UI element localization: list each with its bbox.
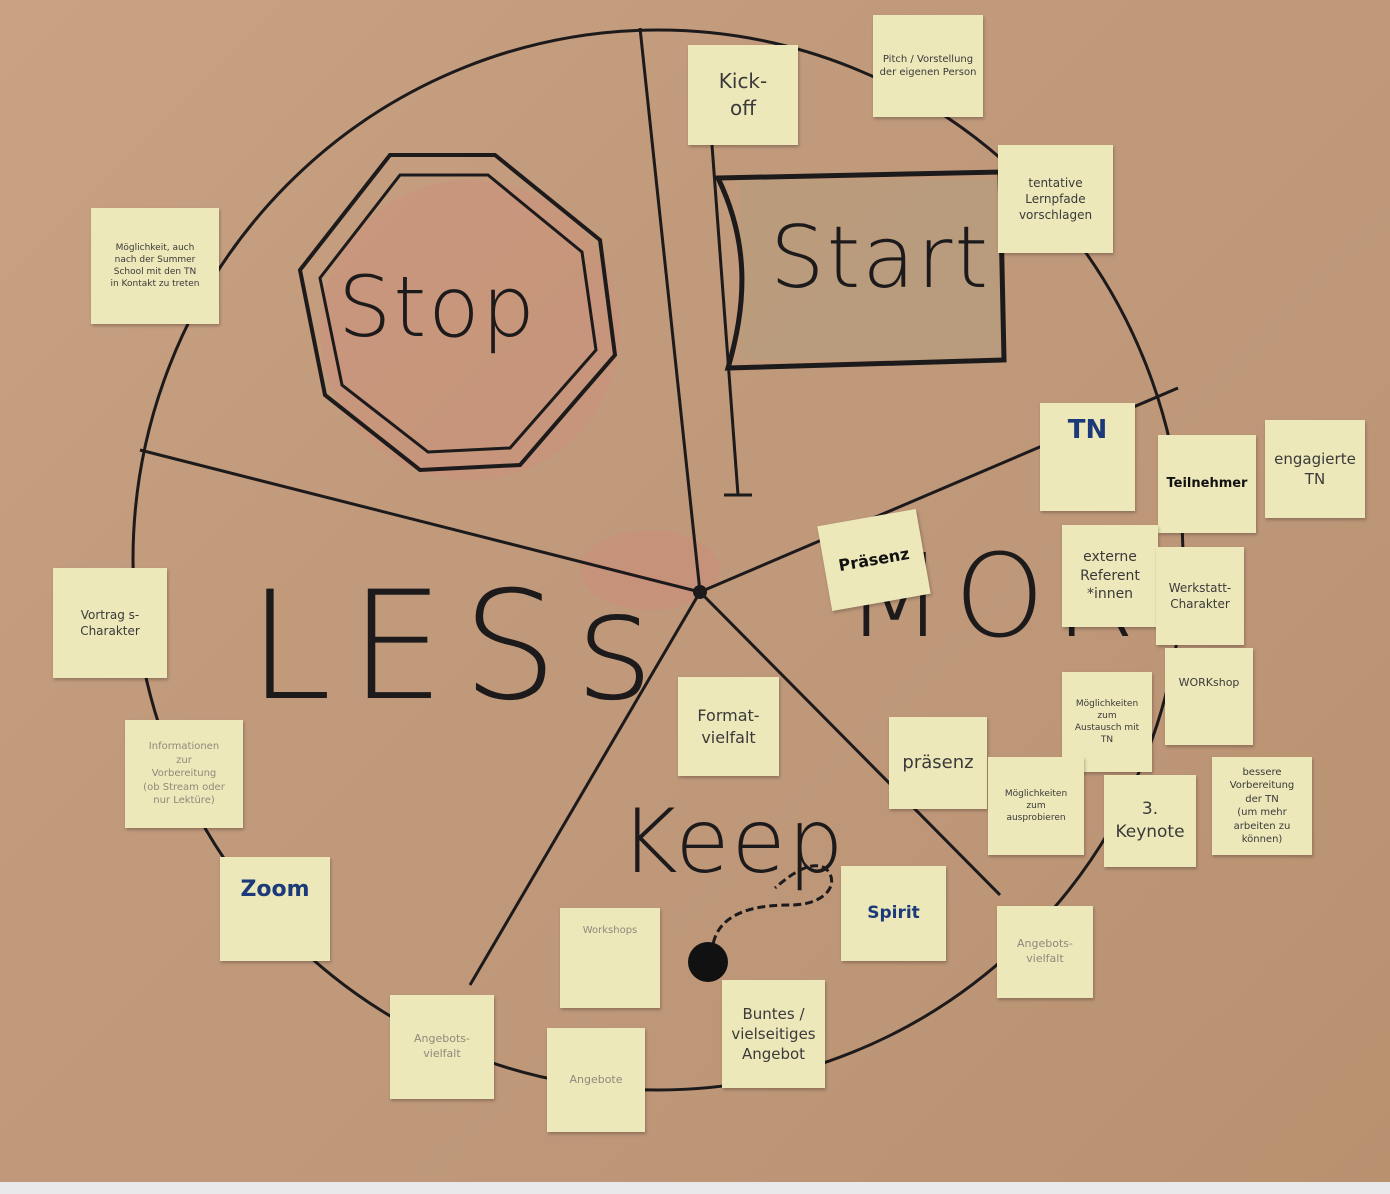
sticky-note-workshop: WORKshop bbox=[1165, 648, 1253, 745]
center-point bbox=[693, 585, 707, 599]
sticky-note-teilnehmer: Teilnehmer bbox=[1158, 435, 1256, 533]
stop-octagon-inner bbox=[318, 173, 598, 454]
sticky-note-pitch: Pitch / Vorstellung der eigenen Person bbox=[873, 15, 983, 117]
sticky-note-lernpfade: tentative Lernpfade vorschlagen bbox=[998, 145, 1113, 253]
section-label-stop: Stop bbox=[338, 258, 537, 356]
center-shading bbox=[580, 530, 720, 610]
divider-less-keep bbox=[468, 591, 702, 986]
sticky-note-engagierte: engagierte TN bbox=[1265, 420, 1365, 518]
sticky-note-workshops: Workshops bbox=[560, 908, 660, 1008]
section-label-keep: Keep bbox=[620, 790, 846, 893]
sticky-note-angebotsvielfalt-right: Angebots- vielfalt bbox=[997, 906, 1093, 998]
stop-octagon-outer bbox=[297, 153, 618, 473]
sticky-note-werkstatt: Werkstatt- Charakter bbox=[1156, 547, 1244, 645]
section-label-less: LESs bbox=[248, 560, 672, 734]
iron-ball bbox=[688, 942, 728, 982]
sticky-note-zoom: Zoom bbox=[220, 857, 330, 961]
sticky-note-angebotsvielfalt-left: Angebots- vielfalt bbox=[390, 995, 494, 1099]
divider-stop-start bbox=[638, 27, 702, 593]
start-shading bbox=[740, 180, 1000, 360]
sticky-note-spirit: Spirit bbox=[841, 866, 946, 961]
flag-cloth bbox=[714, 169, 1007, 371]
sticky-note-externe: externe Referent *innen bbox=[1062, 525, 1158, 627]
divider-keep-more bbox=[698, 590, 1002, 897]
sticky-note-praesenz-keep: präsenz bbox=[889, 717, 987, 809]
sticky-note-moeglichkeit: Möglichkeit, auch nach der Summer School… bbox=[91, 208, 219, 324]
stop-shading bbox=[320, 180, 620, 480]
sticky-note-praesenz-more: Präsenz bbox=[817, 508, 931, 612]
sticky-note-formatvielfalt: Format- vielfalt bbox=[678, 677, 779, 776]
sticky-note-bessere-vorbereitung: bessere Vorbereitung der TN (um mehr arb… bbox=[1212, 757, 1312, 855]
divider-stop-less bbox=[139, 448, 701, 594]
sticky-note-tn: TN bbox=[1040, 403, 1135, 511]
ball-and-chain bbox=[688, 864, 834, 982]
sticky-note-moeglichkeiten-austausch: Möglichkeiten zum Austausch mit TN bbox=[1062, 672, 1152, 772]
sticky-note-kickoff: Kick- off bbox=[688, 45, 798, 145]
flag-pole bbox=[710, 144, 740, 496]
section-label-start: Start bbox=[770, 208, 991, 308]
bottom-edge-strip bbox=[0, 1182, 1390, 1194]
sticky-note-angebote: Angebote bbox=[547, 1028, 645, 1132]
start-flag bbox=[710, 144, 1007, 497]
sticky-note-moeglichkeiten-ausprobieren: Möglichkeiten zum ausprobieren bbox=[988, 757, 1084, 855]
sticky-note-buntes: Buntes / vielseitiges Angebot bbox=[722, 980, 825, 1088]
sticky-note-keynote: 3. Keynote bbox=[1104, 775, 1196, 867]
sticky-note-vortrag: Vortrag s- Charakter bbox=[53, 568, 167, 678]
chain bbox=[710, 864, 834, 956]
sticky-note-informationen: Informationen zur Vorbereitung (ob Strea… bbox=[125, 720, 243, 828]
